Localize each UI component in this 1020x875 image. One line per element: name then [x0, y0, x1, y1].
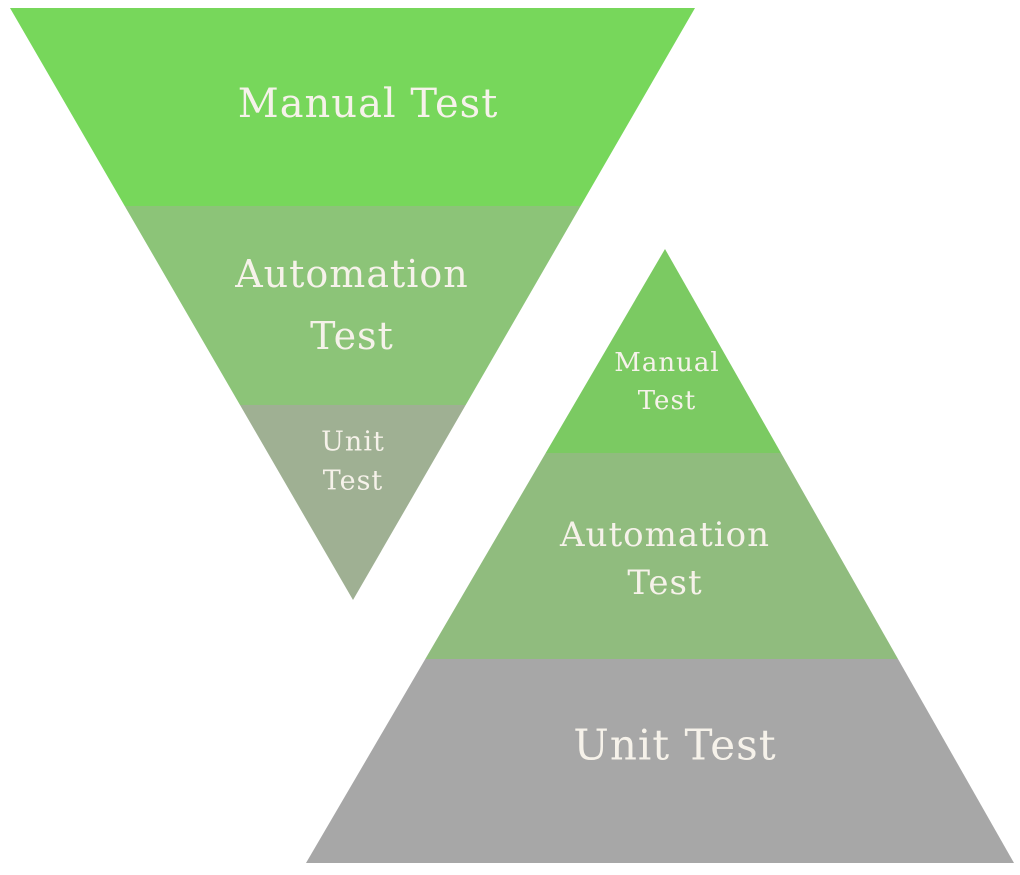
inverted-pyramid: Manual Test Automation Test Unit Test — [10, 8, 695, 600]
inverted-pyramid-unit-test-label-line-2: Test — [323, 466, 384, 497]
inverted-pyramid-unit-test-label-line-1: Unit — [321, 427, 385, 458]
upright-pyramid: Manual Test Automation Test Unit Test — [306, 249, 1014, 863]
upright-pyramid-automation-test-layer — [425, 453, 898, 659]
upright-pyramid-automation-test-label-line-1: Automation — [559, 515, 770, 555]
upright-pyramid-unit-test-layer — [306, 659, 1014, 863]
upright-pyramid-automation-test-label-line-2: Test — [627, 563, 702, 603]
inverted-pyramid-unit-test-layer — [240, 405, 466, 600]
upright-pyramid-manual-test-layer — [545, 249, 781, 453]
upright-pyramid-manual-test-label-line-1: Manual — [614, 348, 719, 378]
inverted-pyramid-automation-test-label-line-2: Test — [310, 314, 394, 358]
inverted-pyramid-automation-test-label-line-1: Automation — [234, 252, 469, 296]
inverted-pyramid-automation-test-layer — [124, 206, 581, 405]
inverted-pyramid-manual-test-layer — [10, 8, 695, 206]
upright-pyramid-manual-test-label-line-2: Test — [638, 386, 697, 416]
inverted-pyramid-manual-test-label: Manual Test — [238, 81, 499, 127]
upright-pyramid-unit-test-label: Unit Test — [573, 721, 776, 770]
